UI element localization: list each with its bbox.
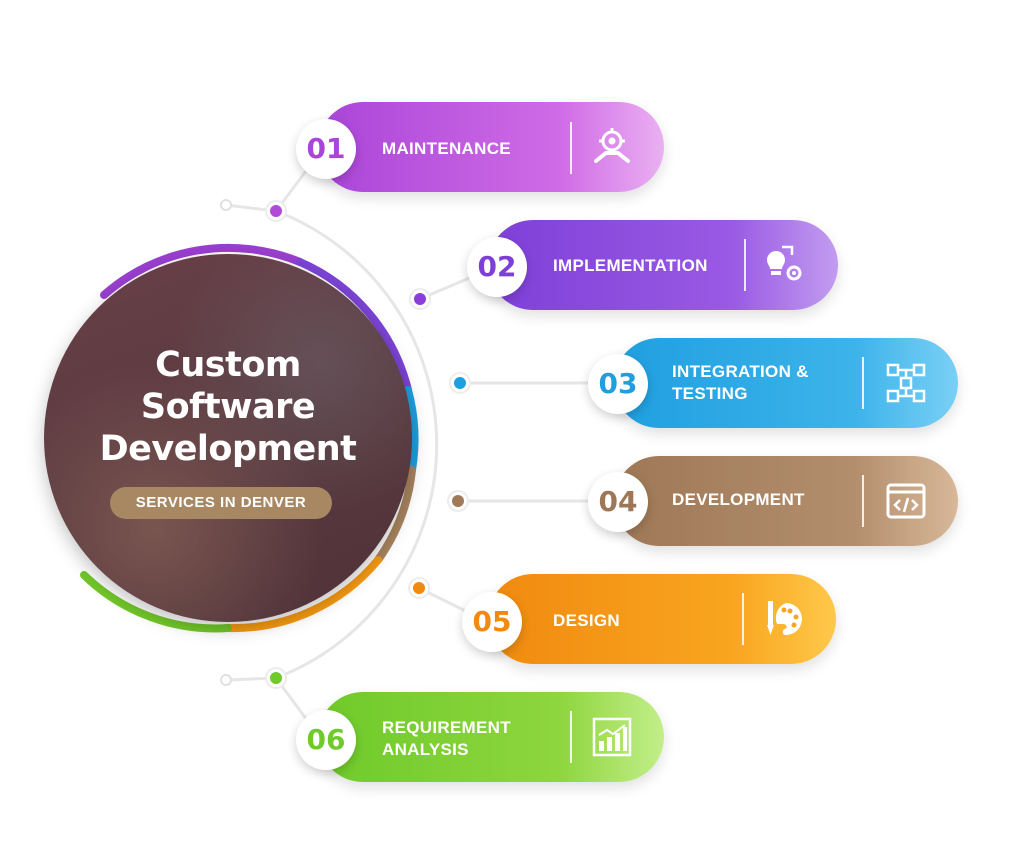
step-label-line: DEVELOPMENT	[672, 490, 805, 509]
step-03-label: INTEGRATION & TESTING	[672, 361, 809, 405]
bar-chart-icon	[592, 717, 632, 757]
step-06-number: 06	[296, 710, 356, 770]
step-06-label: REQUIREMENT ANALYSIS	[382, 717, 511, 761]
step-label-line: TESTING	[672, 384, 748, 403]
arc-end-bottom	[220, 674, 232, 686]
flowchart-icon	[886, 363, 926, 403]
hub-ring	[80, 243, 419, 633]
step-02-label: IMPLEMENTATION	[553, 255, 708, 277]
step-01-number: 01	[296, 119, 356, 179]
arc-end-top	[220, 199, 232, 211]
step-05-divider	[742, 593, 744, 645]
hub-title-line: Custom	[155, 345, 301, 385]
step-04-divider	[862, 475, 864, 527]
hub-title-line: Development	[99, 429, 357, 469]
step-03-divider	[862, 357, 864, 409]
step-05-label: DESIGN	[553, 610, 620, 632]
hub-title-line: Software	[140, 387, 316, 427]
step-04-number: 04	[588, 472, 648, 532]
step-06-card	[318, 692, 664, 782]
step-04-label: DEVELOPMENT	[672, 489, 805, 511]
step-label-line: MAINTENANCE	[382, 139, 511, 158]
hub-title: Custom Software Development	[44, 344, 412, 470]
arc-nodes	[265, 200, 471, 689]
timeline-arc	[275, 209, 439, 680]
step-label-line: IMPLEMENTATION	[553, 256, 708, 275]
hub-circle	[44, 254, 412, 622]
code-window-icon	[886, 483, 926, 519]
gear-wrench-icon	[594, 128, 630, 163]
step-01-label: MAINTENANCE	[382, 138, 511, 160]
step-06-divider	[570, 711, 572, 763]
step-05-number: 05	[462, 592, 522, 652]
step-label-line: ANALYSIS	[382, 740, 469, 759]
hub-subtitle-badge: SERVICES IN DENVER	[110, 487, 332, 519]
lightbulb-gear-icon	[767, 245, 802, 281]
step-label-line: DESIGN	[553, 611, 620, 630]
step-label-line: REQUIREMENT	[382, 718, 511, 737]
step-01-divider	[570, 122, 572, 174]
step-02-number: 02	[467, 237, 527, 297]
paint-palette-icon	[767, 601, 802, 635]
step-02-divider	[744, 239, 746, 291]
step-label-line: INTEGRATION &	[672, 362, 809, 381]
step-03-number: 03	[588, 354, 648, 414]
